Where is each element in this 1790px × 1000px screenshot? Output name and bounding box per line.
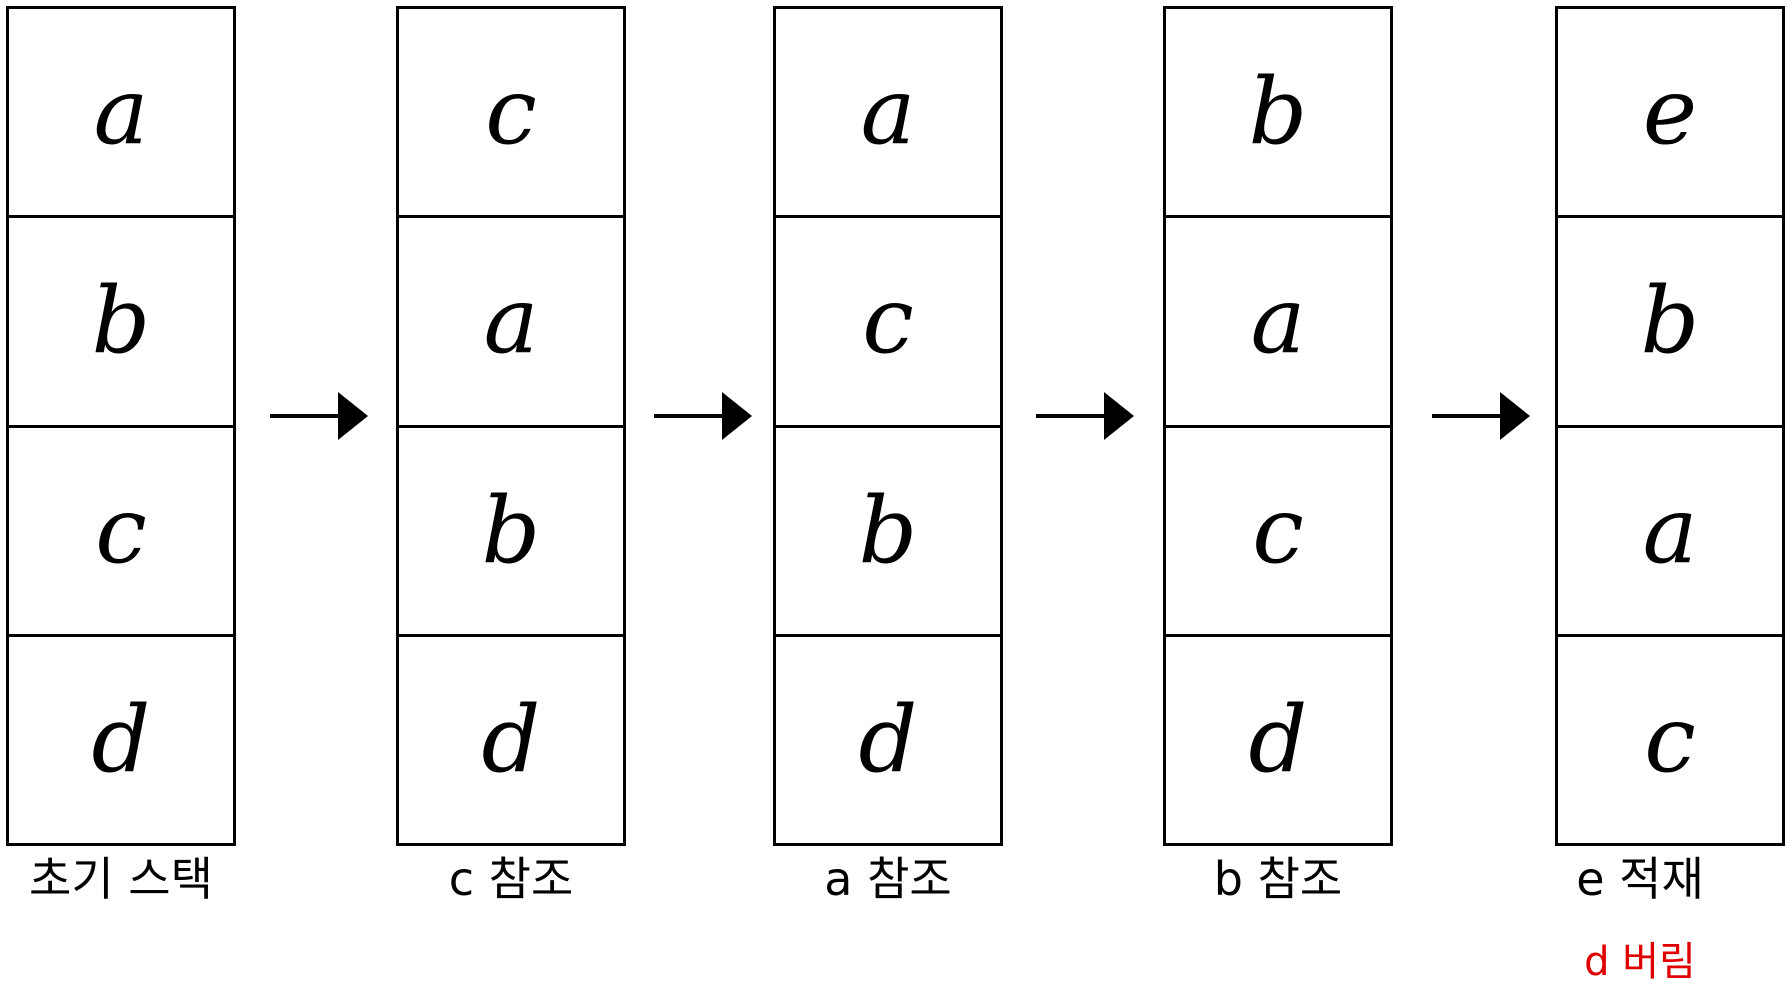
cell-letter: a	[1642, 476, 1698, 584]
stack-cell: a	[1558, 428, 1782, 637]
cell-letter: a	[860, 58, 916, 166]
stack-caption: c 참조	[448, 852, 574, 906]
stack-after-e-load: e b a c	[1555, 6, 1785, 846]
cell-letter: a	[483, 267, 539, 375]
stack-cell: c	[1166, 428, 1390, 637]
cell-letter: c	[95, 476, 147, 584]
stack-caption: b 참조	[1213, 852, 1343, 906]
cell-letter: e	[1642, 58, 1698, 166]
stack-cell: d	[1166, 637, 1390, 843]
stack-initial: a b c d	[6, 6, 236, 846]
discarded-note: d 버림	[1584, 939, 1696, 985]
arrow-right-icon	[652, 388, 752, 444]
cell-letter: b	[481, 476, 541, 584]
arrow-right-icon	[1034, 388, 1134, 444]
cell-letter: a	[93, 58, 149, 166]
stack-cell: a	[9, 9, 233, 219]
stack-cell: a	[1166, 218, 1390, 428]
stack-cell: b	[9, 218, 233, 428]
cell-letter: c	[485, 58, 537, 166]
cell-letter: b	[1248, 58, 1308, 166]
stack-cell: b	[399, 428, 623, 637]
cell-letter: b	[1640, 267, 1700, 375]
stack-cell: c	[399, 9, 623, 219]
stack-cell: c	[776, 218, 1000, 428]
cell-letter: c	[1644, 685, 1696, 793]
stack-cell: e	[1558, 9, 1782, 219]
stack-cell: b	[1558, 218, 1782, 428]
cell-letter: a	[1250, 267, 1306, 375]
stack-cell: d	[9, 637, 233, 843]
stack-caption: 초기 스택	[29, 852, 213, 906]
stack-after-c-reference: c a b d	[396, 6, 626, 846]
stack-cell: a	[776, 9, 1000, 219]
cell-letter: d	[91, 685, 151, 793]
stack-cell: b	[1166, 9, 1390, 219]
cell-letter: b	[858, 476, 918, 584]
cell-letter: c	[862, 267, 914, 375]
stack-cell: c	[9, 428, 233, 637]
stack-cell: d	[399, 637, 623, 843]
stack-caption: a 참조	[824, 852, 952, 906]
arrow-right-icon	[1430, 388, 1530, 444]
cell-letter: d	[1248, 685, 1308, 793]
stack-cell: a	[399, 218, 623, 428]
stack-after-a-reference: a c b d	[773, 6, 1003, 846]
stack-cell: b	[776, 428, 1000, 637]
stack-cell: d	[776, 637, 1000, 843]
stack-after-b-reference: b a c d	[1163, 6, 1393, 846]
arrow-right-icon	[268, 388, 368, 444]
cell-letter: b	[91, 267, 151, 375]
stack-caption: e 적재	[1576, 852, 1704, 906]
cell-letter: d	[481, 685, 541, 793]
stack-cell: c	[1558, 637, 1782, 843]
cell-letter: d	[858, 685, 918, 793]
cell-letter: c	[1252, 476, 1304, 584]
